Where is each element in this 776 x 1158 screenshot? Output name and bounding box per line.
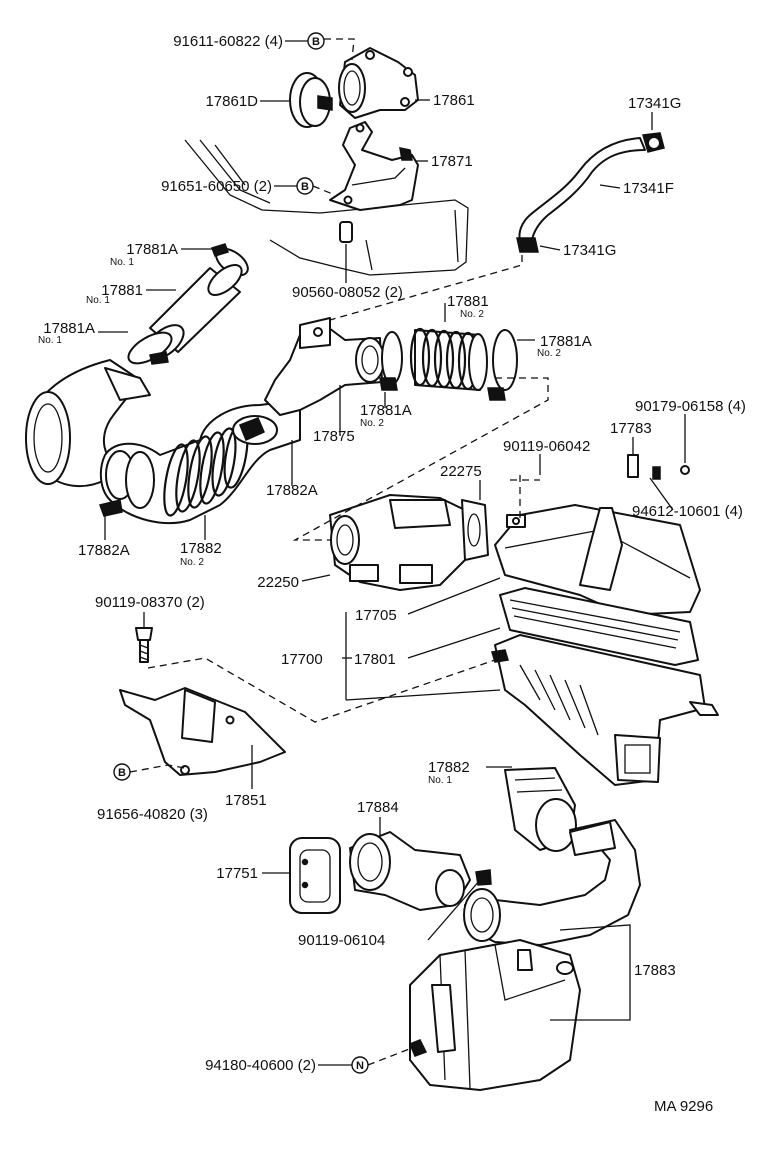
corrugated-hose-no2-mid-drawing bbox=[409, 327, 488, 391]
bracket-17851-drawing bbox=[119, 687, 286, 776]
corrugated-hose-no2-drawing bbox=[99, 399, 301, 524]
resonator-pipe-drawing bbox=[463, 819, 641, 946]
label-17882-no1: 17882 bbox=[428, 759, 470, 776]
label-94180-40600: 94180-40600 (2) bbox=[205, 1057, 316, 1074]
hose-band-drawing bbox=[289, 72, 333, 128]
resonator-body-upper bbox=[184, 139, 469, 276]
label-22275: 22275 bbox=[440, 463, 482, 480]
label-17882A-upper: 17882A bbox=[266, 482, 318, 499]
badge-b-2 bbox=[296, 177, 314, 195]
sublabel-17881A-no2-left: No. 2 bbox=[360, 418, 384, 429]
gasket-17751-drawing bbox=[289, 837, 341, 914]
label-17881-no1: 17881 bbox=[101, 282, 143, 299]
throttle-adaptor-drawing bbox=[338, 47, 419, 119]
clamp-no1-lower-drawing bbox=[127, 331, 173, 365]
throttle-body-drawing bbox=[329, 494, 489, 591]
badge-b-2-text: B bbox=[301, 181, 309, 193]
badge-b-1-text: B bbox=[312, 36, 320, 48]
bolt-90119-08370-drawing bbox=[135, 627, 153, 663]
label-91656-40820: 91656-40820 (3) bbox=[97, 806, 208, 823]
reference-badges: B B B N bbox=[113, 32, 369, 1074]
label-94612-10601: 94612-10601 (4) bbox=[632, 503, 743, 520]
bracket-drawing bbox=[329, 121, 419, 211]
sublabel-17881A-no1-upper: No. 1 bbox=[110, 257, 134, 268]
label-17851: 17851 bbox=[225, 792, 267, 809]
air-cleaner-case-drawing bbox=[491, 634, 719, 786]
badge-b-3 bbox=[113, 763, 131, 781]
grommet-drawing bbox=[339, 221, 353, 243]
badge-n-1-text: N bbox=[356, 1060, 364, 1072]
label-17881A-no1-upper: 17881A bbox=[126, 241, 178, 258]
label-90119-06104: 90119-06104 bbox=[298, 932, 385, 949]
label-17341G-top: 17341G bbox=[628, 95, 681, 112]
label-17881A-no2-left: 17881A bbox=[360, 402, 412, 419]
label-91611-60822: 91611-60822 (4) bbox=[173, 33, 283, 50]
duct-17884-drawing bbox=[349, 831, 492, 911]
label-17871: 17871 bbox=[431, 153, 473, 170]
resonator-tank-drawing bbox=[409, 939, 581, 1091]
sublabel-17881-no2: No. 2 bbox=[460, 309, 484, 320]
hose-17875-drawing bbox=[264, 317, 385, 416]
label-17881A-no2-right: 17881A bbox=[540, 333, 592, 350]
label-17341F: 17341F bbox=[623, 180, 674, 197]
clamp-no2-left-drawing bbox=[379, 331, 403, 391]
label-17882-no2: 17882 bbox=[180, 540, 222, 557]
label-90119-06042: 90119-06042 bbox=[503, 438, 590, 455]
label-17875: 17875 bbox=[313, 428, 355, 445]
label-22250: 22250 bbox=[257, 574, 299, 591]
label-17861: 17861 bbox=[433, 92, 475, 109]
leader-lines bbox=[98, 38, 686, 1066]
badge-b-3-text: B bbox=[118, 767, 126, 779]
label-90119-08370: 90119-08370 (2) bbox=[95, 594, 205, 611]
label-17881A-no1-lower: 17881A bbox=[43, 320, 95, 337]
label-90560-08052: 90560-08052 (2) bbox=[292, 284, 403, 301]
label-17883: 17883 bbox=[634, 962, 676, 979]
clamp-no2-right-drawing bbox=[487, 329, 518, 401]
label-17861D: 17861D bbox=[205, 93, 258, 110]
label-17700: 17700 bbox=[281, 651, 323, 668]
label-17341G-bottom: 17341G bbox=[563, 242, 616, 259]
sublabel-17881A-no2-right: No. 2 bbox=[537, 348, 561, 359]
label-17783: 17783 bbox=[610, 420, 652, 437]
vacuum-hose-drawing bbox=[516, 132, 665, 253]
label-17801: 17801 bbox=[354, 651, 396, 668]
label-17881-no2: 17881 bbox=[447, 293, 489, 310]
sublabel-17881A-no1-lower: No. 1 bbox=[38, 335, 62, 346]
label-17884: 17884 bbox=[357, 799, 399, 816]
drawing-code: MA 9296 bbox=[654, 1098, 713, 1115]
sublabel-17881-no1: No. 1 bbox=[86, 295, 110, 306]
duct-17882-no1-drawing bbox=[504, 767, 577, 852]
part-labels: 91611-60822 (4) 17861D 17861 17341G 1787… bbox=[38, 33, 746, 1115]
label-17882A-lower: 17882A bbox=[78, 542, 130, 559]
label-91651-60650: 91651-60650 (2) bbox=[161, 178, 272, 195]
label-17705: 17705 bbox=[355, 607, 397, 624]
sublabel-17882-no2: No. 2 bbox=[180, 557, 204, 568]
badge-n-1 bbox=[351, 1056, 369, 1074]
filter-element-drawing bbox=[499, 587, 699, 666]
label-90179-06158: 90179-06158 (4) bbox=[635, 398, 746, 415]
badge-b-1 bbox=[307, 32, 325, 50]
sublabel-17882-no1: No. 1 bbox=[428, 775, 452, 786]
label-17751: 17751 bbox=[216, 865, 258, 882]
